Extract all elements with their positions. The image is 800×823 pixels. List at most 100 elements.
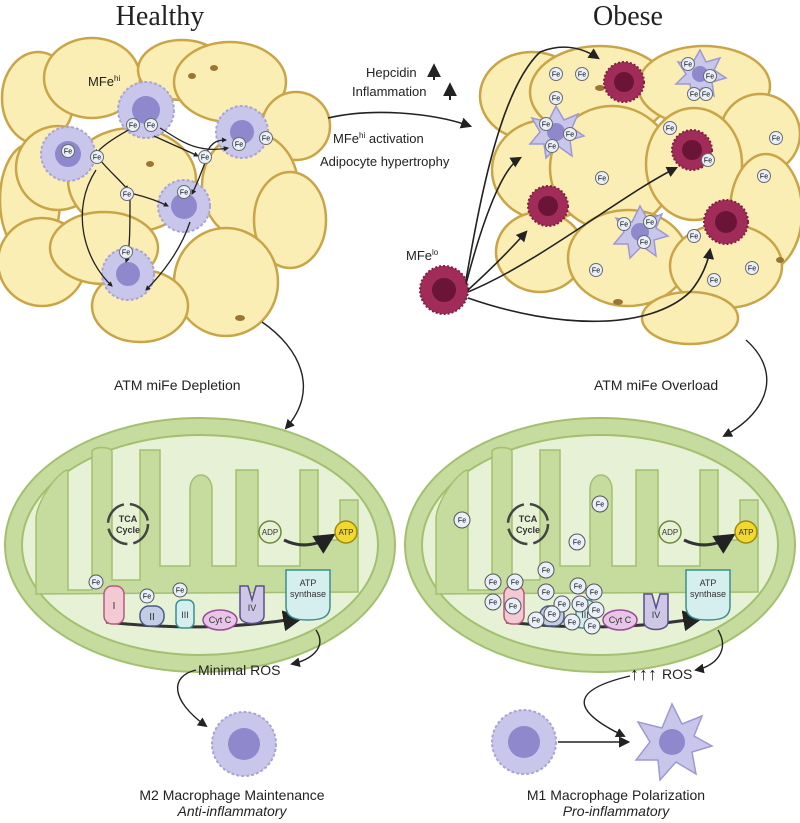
fe-ion: Fe	[88, 574, 104, 590]
svg-text:Fe: Fe	[509, 604, 517, 611]
atp-synthase: ATP synthase	[685, 569, 731, 621]
svg-text:Fe: Fe	[489, 580, 497, 587]
fe-ion: Fe	[539, 117, 553, 131]
healthy-flow-label: ATM miFe Depletion	[114, 377, 241, 393]
obese-ros-to-m1-arrow	[583, 675, 631, 738]
svg-text:TCA: TCA	[519, 514, 538, 524]
fe-ion: Fe	[571, 595, 589, 613]
fe-label: Fe	[201, 155, 209, 162]
fe-label: Fe	[710, 278, 718, 285]
cyt-c: Cyt C	[202, 609, 238, 631]
svg-text:ADP: ADP	[662, 528, 678, 537]
fe-ion: Fe	[232, 137, 246, 151]
fe-label: Fe	[702, 92, 710, 99]
fe-ion: Fe	[563, 613, 581, 631]
fe-ion: Fe	[545, 139, 559, 153]
mfe-lo-recruitment-arrows	[465, 46, 715, 323]
svg-text:Fe: Fe	[590, 590, 598, 597]
m1-macrophages	[527, 61, 749, 245]
healthy-title: Healthy	[116, 1, 205, 32]
svg-text:I: I	[113, 601, 116, 612]
fe-ion: Fe	[703, 69, 717, 83]
fe-ion: Fe	[177, 185, 191, 199]
fe-label: Fe	[566, 132, 574, 139]
svg-text:Fe: Fe	[596, 502, 604, 509]
adp: ADP	[258, 520, 282, 544]
fe-ion: Fe	[120, 187, 134, 201]
obese-mitochondrion	[404, 417, 796, 673]
fe-ion: Fe	[61, 144, 75, 158]
svg-text:Fe: Fe	[588, 624, 596, 631]
fe-ion: Fe	[144, 118, 158, 132]
fe-ion: Fe	[663, 121, 677, 135]
mfe-lo-label: MFelo	[406, 248, 439, 263]
svg-text:III: III	[581, 610, 589, 620]
fe-label: Fe	[598, 176, 606, 183]
mfe-hi-macrophages	[40, 81, 269, 301]
m1-polarized-macrophage	[634, 702, 714, 782]
svg-text:Fe: Fe	[542, 590, 550, 597]
fe-ion: Fe	[591, 495, 609, 513]
fe-ion: Fe	[453, 511, 471, 529]
fe-label: Fe	[690, 92, 698, 99]
fe-label: Fe	[760, 174, 768, 181]
svg-text:Fe: Fe	[143, 594, 151, 601]
fe-ion: Fe	[637, 235, 651, 249]
fe-label: Fe	[64, 149, 72, 156]
fe-label: Fe	[147, 123, 155, 130]
obese-ros-arrow	[694, 629, 724, 674]
healthy-flow-arrow	[261, 321, 305, 430]
svg-text:Cycle: Cycle	[516, 525, 540, 535]
complex-iv: IV	[643, 593, 669, 631]
obese-title: Obese	[593, 1, 663, 32]
fe-label: Fe	[748, 266, 756, 273]
fe-label: Fe	[772, 136, 780, 143]
fe-label: Fe	[129, 123, 137, 130]
svg-text:Fe: Fe	[92, 580, 100, 587]
svg-text:Fe: Fe	[548, 612, 556, 619]
fe-ion: Fe	[745, 261, 759, 275]
adipocyte	[252, 170, 328, 270]
fe-label: Fe	[578, 72, 586, 79]
cristae	[35, 446, 359, 595]
svg-text:synthase: synthase	[690, 589, 726, 599]
fe-ion: Fe	[119, 245, 133, 259]
fe-ion: Fe	[506, 573, 524, 591]
svg-text:Fe: Fe	[532, 618, 540, 625]
obese-fe-labels: Fe Fe Fe Fe Fe Fe Fe Fe Fe Fe Fe Fe Fe F…	[539, 57, 783, 287]
fe-ion: Fe	[575, 67, 589, 81]
svg-text:Fe: Fe	[558, 602, 566, 609]
fe-label: Fe	[592, 268, 600, 275]
svg-text:Fe: Fe	[489, 600, 497, 607]
fe-ion: Fe	[537, 561, 555, 579]
fe-ion: Fe	[484, 573, 502, 591]
fe-ion: Fe	[259, 131, 273, 145]
obese-ros-label: ROS	[662, 666, 692, 682]
fe-ion: Fe	[563, 127, 577, 141]
fe-ion: Fe	[549, 91, 563, 105]
fe-ion: Fe	[527, 611, 545, 629]
svg-text:Fe: Fe	[458, 518, 466, 525]
m1-macrophage	[527, 185, 569, 227]
fe-ion: Fe	[568, 533, 586, 551]
adp-to-atp-arrow	[683, 533, 736, 554]
tca-cycle: TCA Cycle	[506, 502, 550, 546]
fe-ion: Fe	[585, 583, 603, 601]
fe-label: Fe	[706, 74, 714, 81]
svg-text:ATP: ATP	[300, 578, 317, 588]
fe-label: Fe	[262, 136, 270, 143]
healthy-electron-transport-chain: TCA Cycle I II III Cyt C IV	[88, 502, 358, 632]
adp-to-atp-arrow	[283, 533, 336, 554]
fe-ion: Fe	[769, 131, 783, 145]
fe-ion: Fe	[707, 273, 721, 287]
complex-ii: II	[139, 605, 165, 627]
fe-ion: Fe	[549, 67, 563, 81]
cyt-c: Cyt C	[602, 609, 638, 631]
obese-adipose-tissue: MFelo Fe Fe Fe Fe Fe Fe Fe Fe Fe Fe Fe F…	[406, 44, 800, 346]
cristae	[435, 446, 759, 595]
fe-label: Fe	[123, 192, 131, 199]
m1-outcome-subtitle: Pro-inflammatory	[563, 803, 671, 819]
fe-label: Fe	[122, 250, 130, 257]
healthy-fe-labels: Fe Fe Fe Fe Fe Fe Fe Fe Fe Fe	[61, 118, 273, 259]
